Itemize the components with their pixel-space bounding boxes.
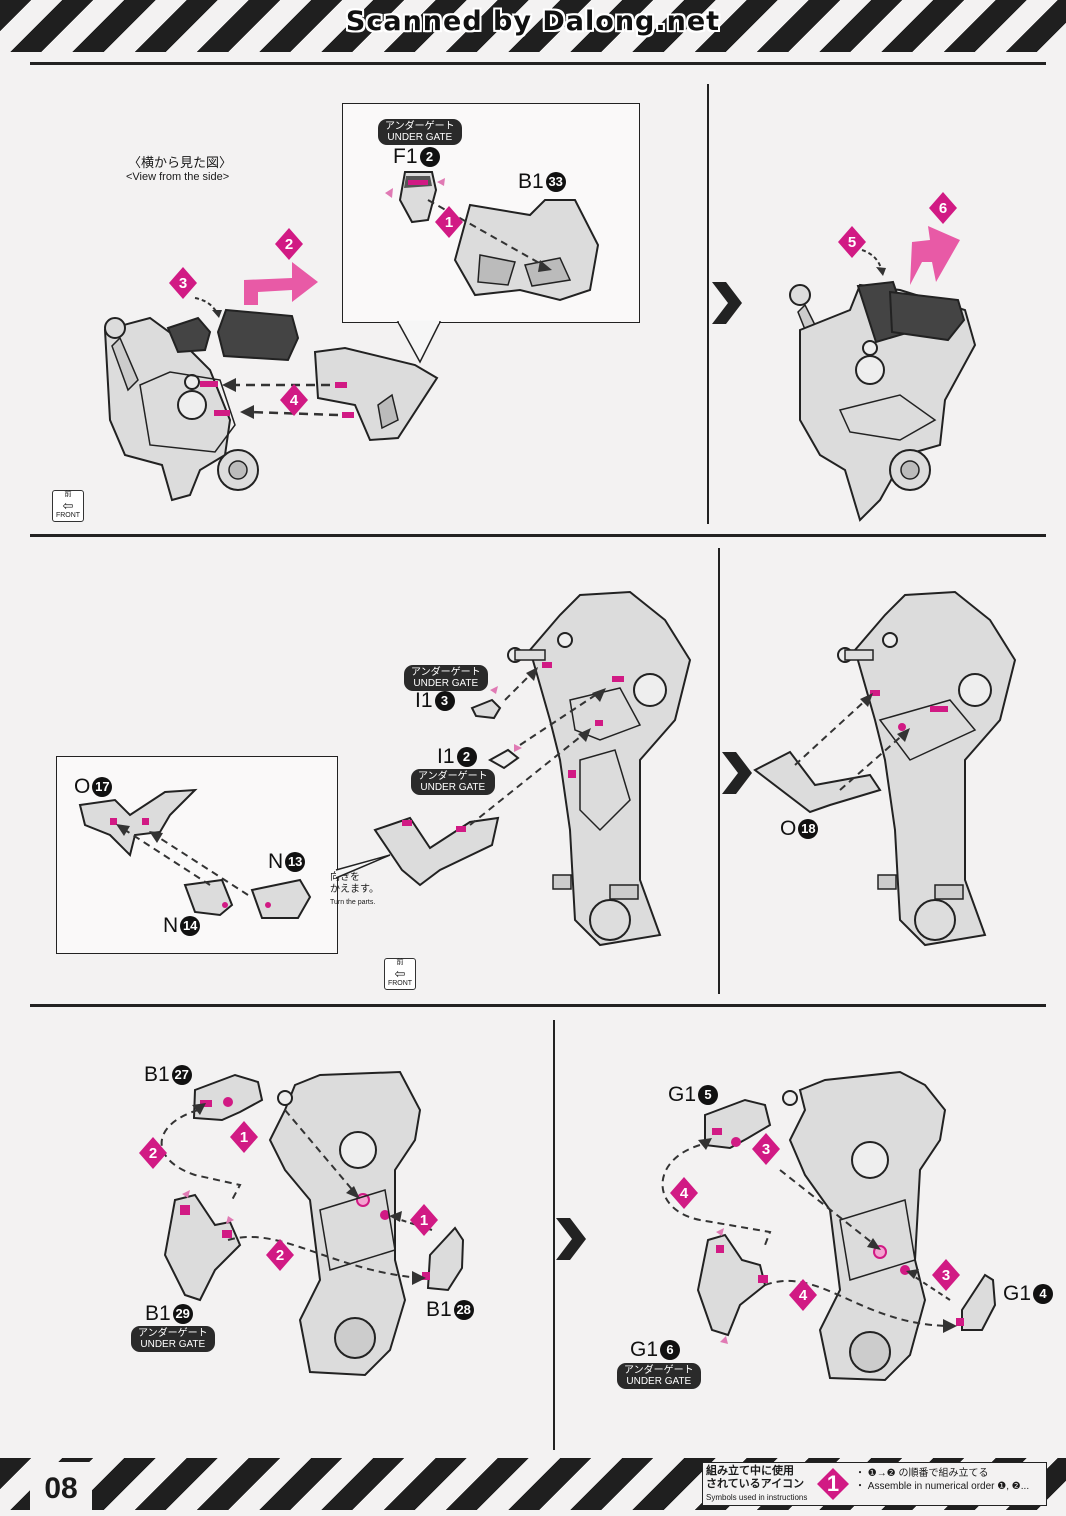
divider-row1: [30, 534, 1046, 537]
page-number: 08: [30, 1462, 92, 1510]
divider-top: [30, 62, 1046, 65]
legend-title: 組み立て中に使用 されているアイコン Symbols used in instr…: [706, 1465, 808, 1502]
panel2-step-5: 5: [848, 234, 856, 251]
panel6-step-4a: 4: [680, 1185, 689, 1202]
panel2-step-6: 6: [939, 200, 947, 217]
panel6-step-4b: 4: [799, 1287, 808, 1304]
step-order-icon: 1: [817, 1468, 849, 1500]
icon-legend: 組み立て中に使用 されているアイコン Symbols used in instr…: [702, 1462, 1047, 1506]
side-view-label-ja: 〈横から見た図〉: [128, 155, 233, 170]
panel5-step-2b: 2: [276, 1247, 284, 1264]
top-stripe-band: [0, 0, 1066, 52]
panel1-step-2: 2: [285, 236, 293, 253]
panel5-step-2a: 2: [149, 1145, 157, 1162]
panel1-step-1: 1: [445, 214, 453, 231]
legend-description: ・ ❶→❷ の順番で組み立てる ・ Assemble in numerical …: [855, 1468, 1030, 1492]
divider-col-row2: [718, 548, 720, 994]
panel5-step-1a: 1: [240, 1129, 248, 1146]
scan-watermark: Scanned by Dalong.net: [345, 6, 721, 37]
front-icon-panel1: 前⇦FRONT: [52, 490, 84, 522]
divider-col-row3: [553, 1020, 555, 1450]
divider-col-row1: [707, 84, 709, 524]
panel6-step-3b: 3: [942, 1267, 950, 1284]
turn-parts-note: 向きをかえます。Turn the parts.: [330, 872, 379, 906]
panel6-step-3a: 3: [762, 1141, 770, 1158]
divider-row2: [30, 1004, 1046, 1007]
panel5-step-1b: 1: [420, 1212, 428, 1229]
front-icon-panel3: 前⇦FRONT: [384, 958, 416, 990]
side-view-label-en: <View from the side>: [126, 171, 230, 183]
panel1-step-3: 3: [179, 275, 187, 292]
panel1-step-4: 4: [290, 392, 299, 409]
